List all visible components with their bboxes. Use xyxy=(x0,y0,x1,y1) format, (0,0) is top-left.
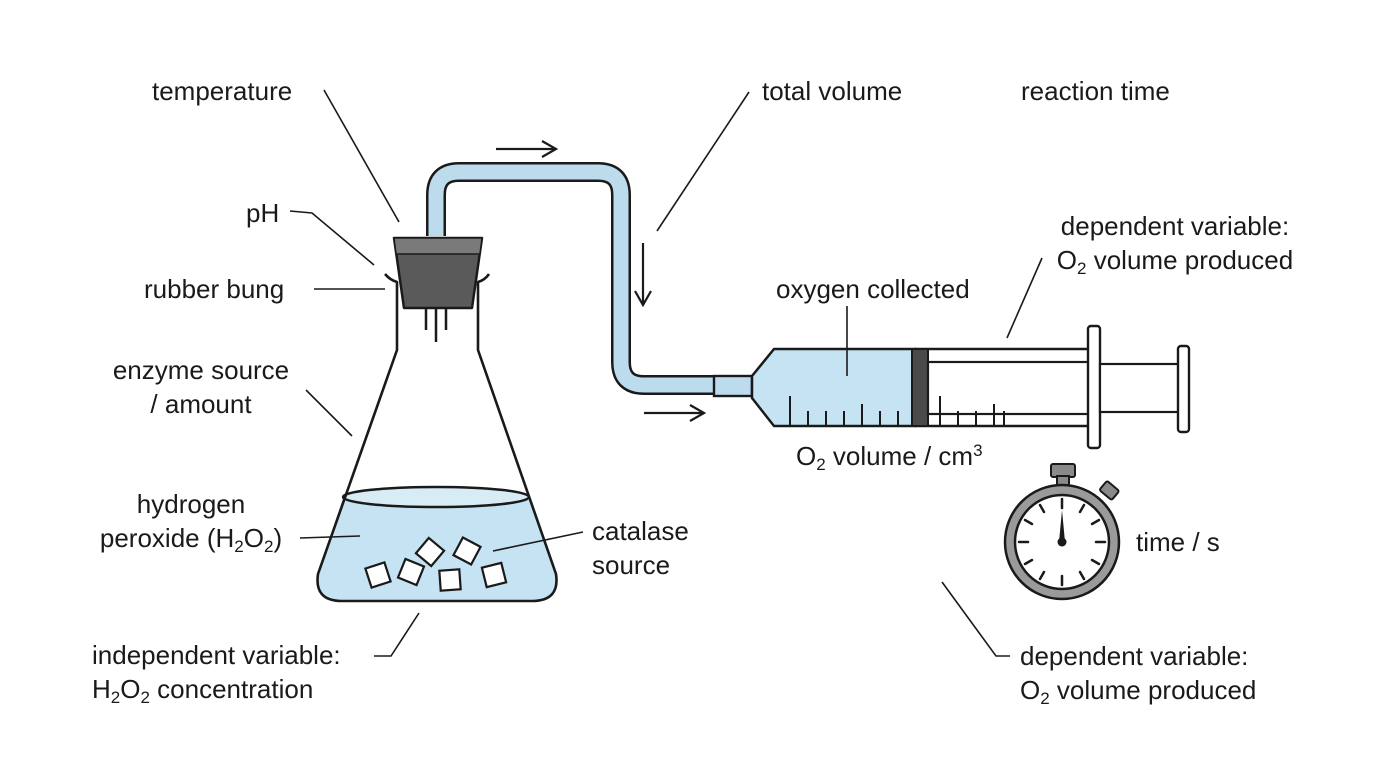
rubber-bung-label: rubber bung xyxy=(144,274,285,304)
leader-temperature xyxy=(323,89,400,223)
ph-label: pH xyxy=(246,198,280,228)
leader-hydrogen-peroxide xyxy=(299,535,361,539)
time-label: time / s xyxy=(1136,527,1220,557)
dependent-bottom-line1: dependent variable: xyxy=(1020,641,1249,671)
hydrogen-peroxide-label: hydrogen peroxide (H2O2) xyxy=(86,487,296,555)
enzyme-source-label: enzyme source / amount xyxy=(100,353,302,421)
leader-catalase xyxy=(492,531,584,552)
delivery-tube xyxy=(426,162,716,395)
leader-lines xyxy=(289,89,1043,657)
hydrogen-peroxide-line2: peroxide (H2O2) xyxy=(99,523,283,556)
independent-line1: independent variable: xyxy=(92,640,341,670)
leader-enzyme-source xyxy=(305,389,353,437)
stopwatch-icon xyxy=(1003,463,1121,601)
flow-arrow-down xyxy=(634,243,652,308)
dependent-variable-top-label: dependent variable: O2 volume produced xyxy=(1010,209,1340,277)
rubber-bung xyxy=(392,236,484,342)
total-volume-label: total volume xyxy=(762,76,903,106)
catalase-line2: source xyxy=(592,550,671,580)
catalase-pieces xyxy=(364,535,508,592)
flow-arrow-top xyxy=(496,140,559,158)
leader-total-volume xyxy=(656,91,750,232)
gas-syringe xyxy=(712,324,1191,450)
catalase-source-label: catalase source xyxy=(592,514,689,582)
temperature-label: temperature xyxy=(152,76,293,106)
leader-dependent-bottom xyxy=(941,581,1010,657)
enzyme-source-line2: / amount xyxy=(150,389,252,419)
o2-volume-axis-label: O2 volume / cm3 xyxy=(796,441,983,474)
catalase-line1: catalase xyxy=(592,516,689,546)
dependent-variable-bottom-label: dependent variable: O2 volume produced xyxy=(1020,639,1256,707)
dependent-top-line2: O2 volume produced xyxy=(1056,245,1294,278)
independent-line2: H2O2 concentration xyxy=(92,674,314,707)
independent-variable-label: independent variable: H2O2 concentration xyxy=(92,638,341,706)
leader-ph xyxy=(289,210,375,266)
syringe-scale xyxy=(789,396,1005,426)
flow-arrow-bottom xyxy=(644,404,707,422)
leader-dependent-top xyxy=(1006,257,1043,339)
leader-independent xyxy=(374,612,420,657)
hydrogen-peroxide-line1: hydrogen xyxy=(136,489,246,519)
enzyme-source-line1: enzyme source xyxy=(112,355,290,385)
reaction-time-label: reaction time xyxy=(1021,76,1170,106)
dependent-top-line1: dependent variable: xyxy=(1060,211,1290,241)
oxygen-collected-label: oxygen collected xyxy=(776,274,970,304)
dependent-bottom-line2: O2 volume produced xyxy=(1020,675,1257,708)
